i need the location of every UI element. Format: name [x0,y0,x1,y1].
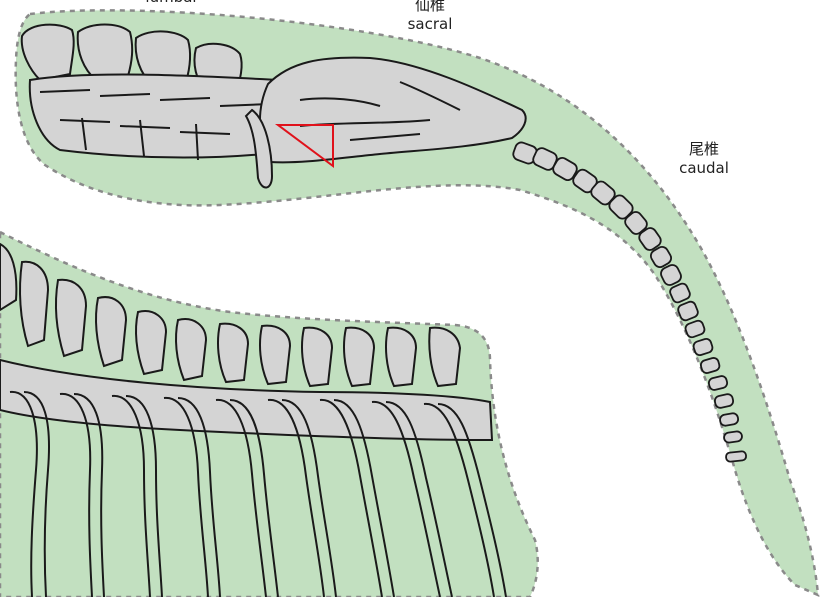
caudal-label-cn: 尾椎 [664,140,744,159]
sacral-label-cn: 仙椎 [390,0,470,15]
caudal-label: 尾椎 caudal [664,140,744,178]
lumbar-label-en: lumbar [132,0,212,7]
sacral-label: 仙椎 sacral [390,0,470,34]
sacral-label-en: sacral [390,15,470,34]
lumbar-label: lumbar [132,0,212,7]
caudal-label-en: caudal [664,159,744,178]
